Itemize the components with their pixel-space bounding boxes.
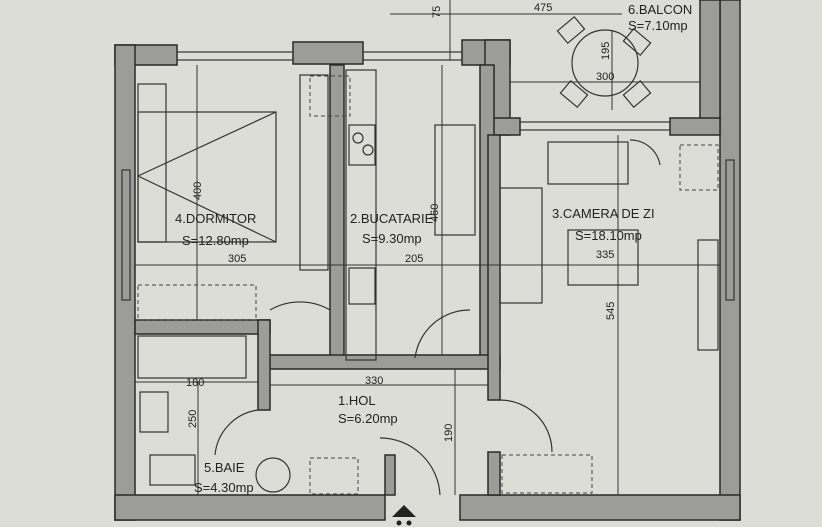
room-area-camera-de-zi: S=18.10mp: [575, 228, 642, 243]
room-name-camera-de-zi: 3.CAMERA DE ZI: [552, 206, 655, 221]
bath-fixtures: [137, 335, 359, 495]
dim-195: 195: [600, 42, 612, 60]
dim-190: 190: [443, 424, 455, 442]
entrance-arrow-icon: [392, 505, 416, 526]
dim-300: 300: [596, 71, 614, 83]
room-area-hol: S=6.20mp: [338, 411, 398, 426]
windows: [121, 51, 735, 301]
dim-545: 545: [605, 302, 617, 320]
walls: [114, 0, 741, 521]
room-name-dormitor: 4.DORMITOR: [175, 211, 256, 226]
dim-335: 335: [596, 249, 614, 261]
bed: [137, 74, 329, 321]
room-name-balcon: 6.BALCON: [628, 2, 692, 17]
dim-205: 205: [405, 253, 423, 265]
dim-460: 460: [429, 204, 441, 222]
dim-180: 180: [186, 377, 204, 389]
dimension-lines: [135, 0, 720, 495]
dim-305: 305: [228, 253, 246, 265]
dim-75: 75: [431, 6, 443, 18]
room-name-bucatarie: 2.BUCATARIE: [350, 211, 434, 226]
dimension-labels: 75 475 195 300 400 305 205 460 335 545 3…: [186, 2, 617, 442]
room-labels: 1.HOL S=6.20mp 2.BUCATARIE S=9.30mp 3.CA…: [175, 2, 692, 495]
doors: [214, 139, 661, 496]
balcony-furniture: [556, 15, 652, 109]
room-area-balcon: S=7.10mp: [628, 18, 688, 33]
room-name-hol: 1.HOL: [338, 393, 376, 408]
dim-475: 475: [534, 2, 552, 14]
dim-400: 400: [192, 182, 204, 200]
living-furniture: [499, 141, 719, 494]
room-name-baie: 5.BAIE: [204, 460, 245, 475]
room-area-baie: S=4.30mp: [194, 480, 254, 495]
room-area-bucatarie: S=9.30mp: [362, 231, 422, 246]
room-area-dormitor: S=12.80mp: [182, 233, 249, 248]
kitchen-furniture: [309, 69, 476, 361]
dim-250: 250: [187, 410, 199, 428]
dim-330: 330: [365, 375, 383, 387]
